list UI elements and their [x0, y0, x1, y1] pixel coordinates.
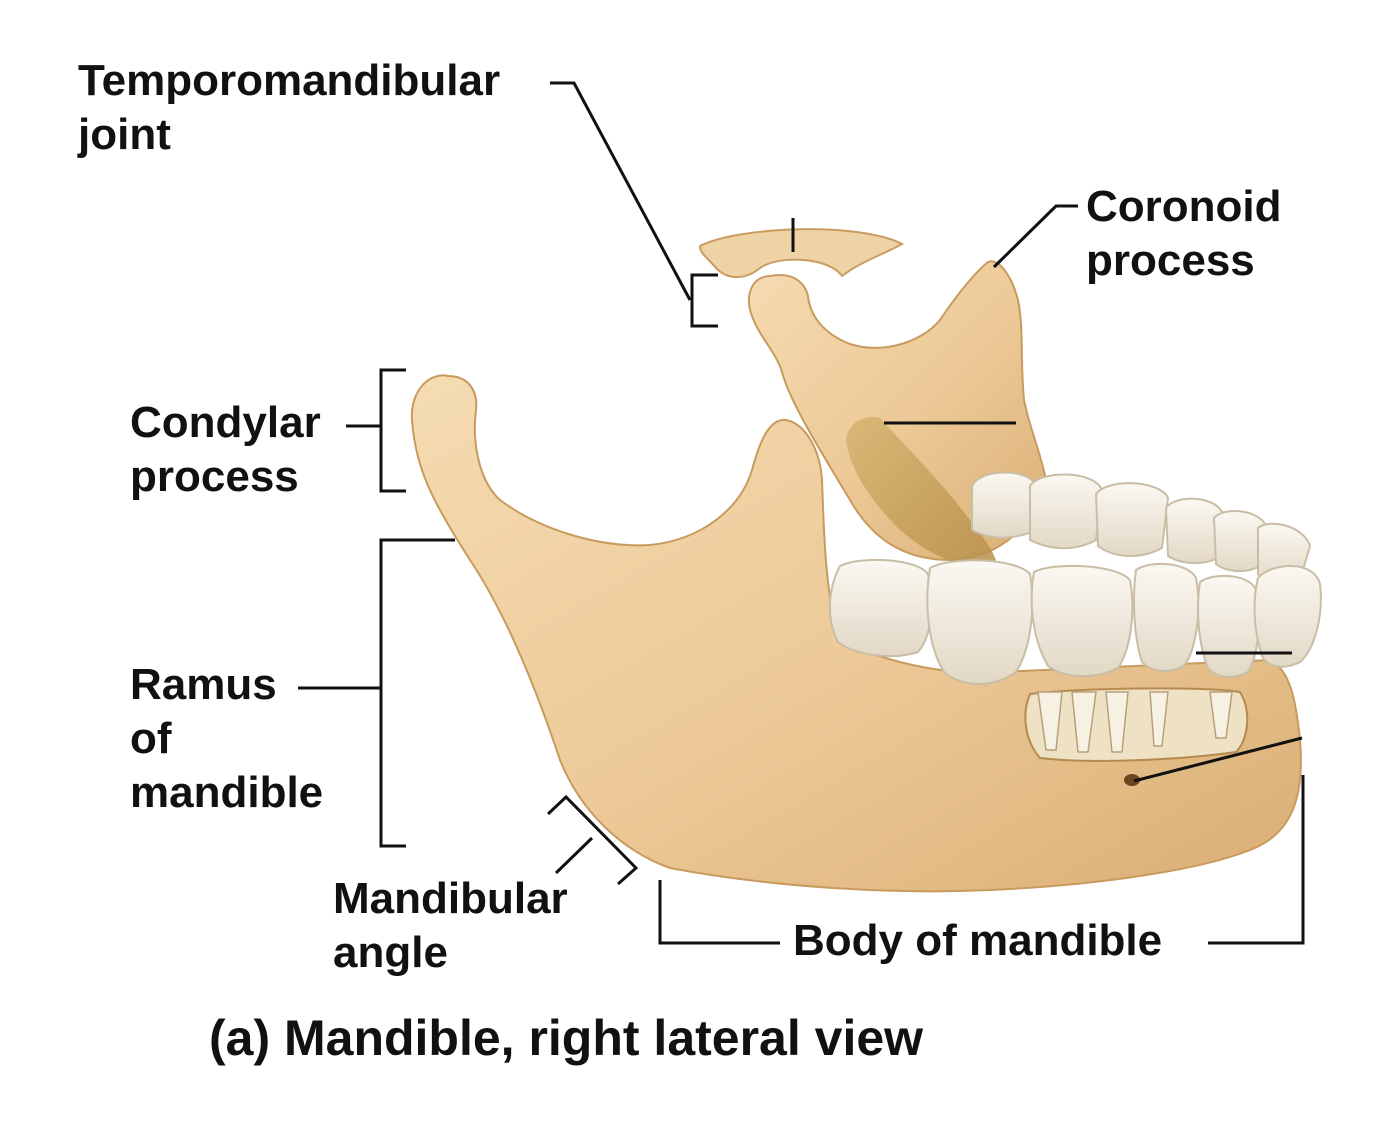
- bracket-angle: [546, 794, 639, 886]
- mandible-ramus-and-body: [410, 374, 1302, 893]
- label-condylar-line-1: Condylar: [130, 398, 321, 447]
- bracket-ramus: [379, 538, 455, 848]
- label-ramus-line-2: of: [130, 714, 172, 763]
- label-condylar-process: Condylar process: [130, 396, 321, 504]
- label-body-of-mandible: Body of mandible: [793, 916, 1163, 965]
- bracket-body-right: [1208, 775, 1305, 945]
- label-tmj-line-2: joint: [78, 110, 171, 159]
- label-coronoid-line-1: Coronoid: [1086, 182, 1282, 231]
- label-condylar-line-2: process: [130, 452, 299, 501]
- leader-tmj: [550, 81, 692, 301]
- figure-caption: (a) Mandible, right lateral view: [209, 1010, 924, 1066]
- label-ramus-of-mandible: Ramus of mandible: [130, 658, 323, 820]
- label-coronoid-process: Coronoid process: [1086, 180, 1282, 288]
- pointer-foramen: [1133, 736, 1303, 783]
- label-ramus-line-3: mandible: [130, 768, 324, 817]
- label-temporomandibular-joint: Temporomandibular joint: [78, 54, 500, 162]
- label-mandibular-angle: Mandibular angle: [333, 872, 568, 980]
- label-ramus-line-1: Ramus: [130, 660, 277, 709]
- leader-angle: [554, 836, 594, 875]
- label-coronoid-line-2: process: [1086, 236, 1255, 285]
- ligament-fibers: [846, 417, 997, 572]
- temporal-bone-fragment: [698, 228, 905, 278]
- tooth-roots: [1037, 691, 1233, 753]
- upper-teeth: [971, 471, 1312, 586]
- bracket-body-left: [658, 880, 780, 945]
- bracket-tmj: [690, 273, 718, 328]
- mental-foramen: [1124, 774, 1140, 786]
- bracket-condylar: [379, 368, 406, 493]
- leader-lines: [298, 81, 1305, 945]
- label-angle-line-1: Mandibular: [333, 874, 568, 923]
- label-tmj-line-1: Temporomandibular: [78, 56, 501, 105]
- leader-coronoid: [992, 204, 1078, 269]
- label-angle-line-2: angle: [333, 928, 448, 977]
